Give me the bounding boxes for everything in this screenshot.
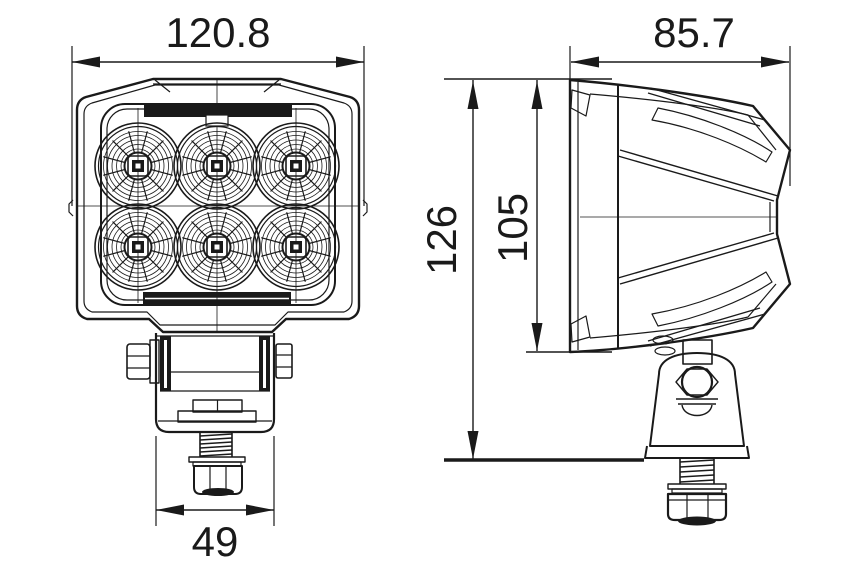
led-reflector [173,122,261,210]
dim-side-depth: 85.7 [569,9,791,186]
front-mounting-bolt [188,432,246,496]
arrowhead-up [467,81,479,109]
corner-chamfers [570,89,591,343]
arrowhead-down [531,323,543,351]
led-reflector [173,203,261,291]
dim-label-overall-height: 126 [418,205,465,275]
front-bracket [126,333,293,434]
top-dark-bar [144,104,292,117]
bolt-threads [679,459,715,483]
dim-overall-height: 126 [418,78,644,462]
side-bracket [644,339,750,459]
arrowhead-left [156,504,184,516]
pivot-hex [675,368,719,396]
side-lips [68,199,368,217]
arrowhead-left [72,56,100,68]
arrowhead-right [336,56,364,68]
side-view: 85.7 126 105 [418,9,792,526]
pivot-bolt [680,365,714,399]
hex-nut [666,492,728,522]
bracket-bell [649,352,745,447]
arrowhead-down [467,431,479,459]
side-mounting-bolt [666,458,728,526]
arrowhead-up [531,81,543,109]
side-housing [568,78,792,356]
led-reflector [252,203,340,291]
bracket-tab [682,339,713,365]
arrowhead-right [246,504,274,516]
extension-lines [569,46,791,186]
led-reflector [94,203,182,291]
dim-label-body-height: 105 [489,193,536,263]
side-knob-right [275,343,293,379]
dim-bracket-width: 49 [155,436,275,565]
dim-body-height: 105 [489,80,612,353]
bolt-threads [199,433,233,457]
washer [188,456,246,463]
heatsink-fins [617,87,779,356]
bracket-base [644,445,750,459]
led-reflector [94,122,182,210]
dim-label-side-depth: 85.7 [653,9,735,56]
dim-label-bracket-width: 49 [192,518,239,565]
front-view: 120.8 [68,9,368,565]
dim-front-width: 120.8 [71,9,365,206]
extension-lines [155,436,275,526]
arrowhead-left [571,56,599,68]
extension-lines [71,46,365,206]
arrowhead-right [761,56,789,68]
hex-nut [193,465,243,495]
dim-label-front-width: 120.8 [165,9,270,56]
led-reflector [252,122,340,210]
washer [667,483,727,490]
side-knob-left [126,339,160,384]
pivot-washer [681,404,713,417]
